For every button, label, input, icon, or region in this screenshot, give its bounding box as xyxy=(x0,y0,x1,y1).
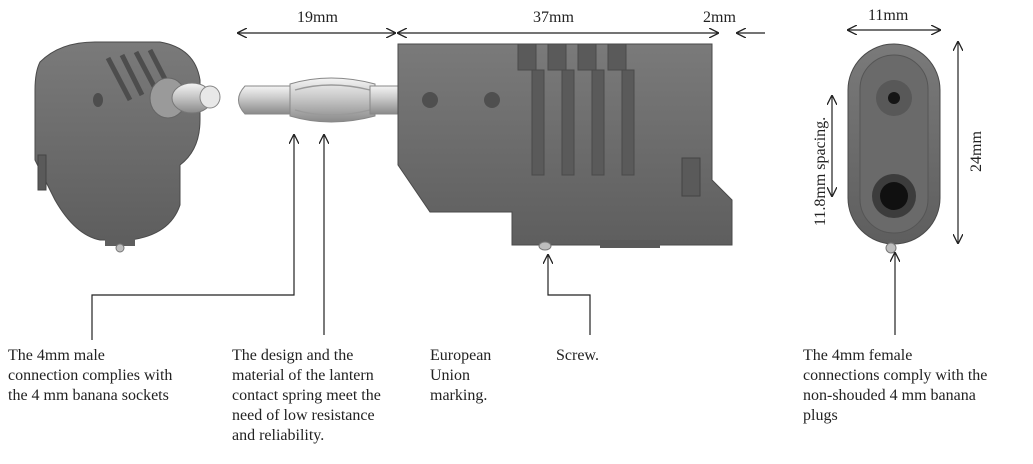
dim-height: 24mm xyxy=(968,131,985,172)
plug-body xyxy=(397,43,733,251)
caption-female: The 4mm female connections comply with t… xyxy=(803,347,988,424)
banana-pin xyxy=(238,77,407,123)
dim-pin-length: 19mm xyxy=(297,9,338,26)
dim-gap: 2mm xyxy=(703,9,736,26)
dim-spacing: 11.8mm spacing. xyxy=(812,116,829,226)
body-slots xyxy=(517,43,635,176)
leader-lines xyxy=(91,135,895,340)
dimension-lines xyxy=(238,30,958,243)
socket-connector xyxy=(34,41,221,253)
caption-screw: Screw. xyxy=(556,347,599,364)
caption-eu-marking: European Union marking. xyxy=(430,347,492,404)
caption-spring: The design and the material of the lante… xyxy=(232,347,381,444)
dim-width: 11mm xyxy=(868,7,909,24)
dim-body-length: 37mm xyxy=(533,9,574,26)
female-end-view xyxy=(847,43,941,254)
caption-male: The 4mm male connection complies with th… xyxy=(8,347,173,404)
